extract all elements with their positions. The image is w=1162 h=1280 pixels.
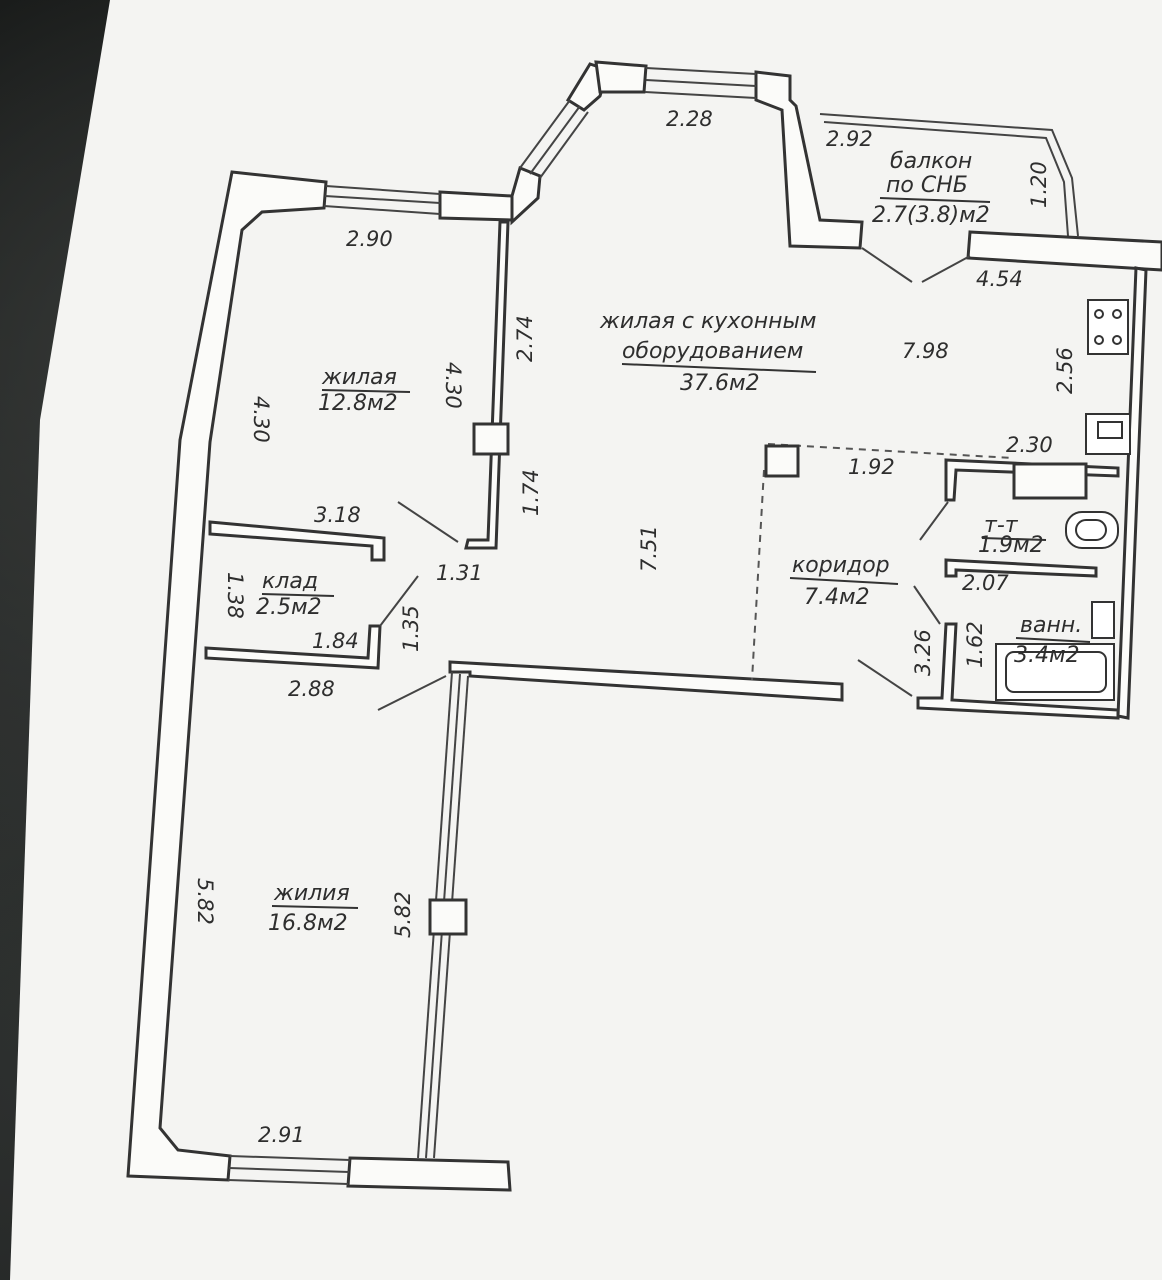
east-wall bbox=[1116, 266, 1148, 720]
south-bedroom-area: 16.8м2 bbox=[268, 911, 348, 936]
corridor-door-swing bbox=[857, 659, 913, 697]
living-kitchen-area: 37.6м2 bbox=[680, 371, 760, 396]
toilet-bowl-icon bbox=[1065, 511, 1119, 549]
dim-living-center: 7.51 bbox=[637, 525, 661, 572]
dim-balcony-depth: 1.20 bbox=[1027, 161, 1051, 208]
bay-window-diagonal bbox=[519, 99, 589, 179]
dim-north-bedroom-west: 4.30 bbox=[249, 396, 273, 443]
north-bedroom-area: 12.8м2 bbox=[318, 391, 398, 416]
north-bedroom-door-swing bbox=[397, 501, 459, 543]
south-bedroom-door-swing bbox=[377, 675, 447, 711]
column-corridor bbox=[764, 444, 800, 478]
bathtub-icon bbox=[995, 643, 1115, 701]
bath-door-swing bbox=[913, 585, 941, 625]
central-partition-wall bbox=[448, 660, 844, 702]
west-outer-wall bbox=[126, 170, 328, 1182]
balcony-outline bbox=[819, 113, 1079, 237]
storage-door-swing bbox=[379, 575, 419, 627]
dim-living-west-lower: 1.74 bbox=[519, 469, 543, 516]
living-kitchen-label-line2: оборудованием bbox=[622, 339, 803, 364]
bath-west-wall bbox=[916, 622, 1120, 720]
toilet-label: т-т bbox=[984, 513, 1019, 538]
balcony-area: 2.7(3.8)м2 bbox=[872, 203, 990, 228]
toilet-tank-icon bbox=[1012, 462, 1088, 500]
corridor-area: 7.4м2 bbox=[804, 585, 870, 610]
dim-kitchen-width: 4.54 bbox=[976, 267, 1023, 291]
storage-area: 2.5м2 bbox=[256, 595, 322, 620]
bay-top-left bbox=[594, 60, 648, 94]
column-south bbox=[428, 898, 468, 936]
dim-bath-depth: 1.62 bbox=[963, 621, 987, 668]
corridor-boundary-dashed bbox=[751, 443, 1013, 681]
north-bedroom-top-wall bbox=[438, 190, 514, 222]
storage-north-wall bbox=[208, 520, 386, 562]
dim-toilet-width: 2.07 bbox=[962, 571, 1009, 595]
north-bedroom-label: жилая bbox=[321, 365, 397, 390]
dim-door-north: 1.31 bbox=[436, 561, 483, 585]
column-north bbox=[472, 422, 510, 456]
bay-window-top bbox=[644, 67, 757, 99]
south-window bbox=[227, 1155, 351, 1185]
balcony-label: балкон bbox=[890, 149, 972, 174]
dim-south-bedroom-west: 5.82 bbox=[193, 878, 217, 925]
paper-sheet bbox=[10, 0, 1162, 1280]
dim-storage-top: 3.18 bbox=[314, 503, 361, 527]
dim-sanitary-width: 2.30 bbox=[1006, 433, 1053, 457]
dim-kitchen-east: 2.56 bbox=[1053, 347, 1077, 394]
bath-sink-icon bbox=[1091, 601, 1115, 639]
bay-top-right bbox=[754, 70, 864, 250]
storage-label: клад bbox=[262, 569, 318, 594]
dim-corridor-top: 1.92 bbox=[848, 455, 895, 479]
dim-balcony-length: 2.92 bbox=[826, 127, 873, 151]
north-bedroom-window bbox=[323, 185, 441, 215]
balcony-outline-inner bbox=[823, 121, 1069, 237]
dim-south-bedroom-bottom: 2.91 bbox=[258, 1123, 305, 1147]
kitchen-sink-icon bbox=[1085, 413, 1131, 455]
toilet-area: 1.9м2 bbox=[978, 533, 1044, 558]
dim-corridor-east: 3.26 bbox=[911, 629, 935, 676]
north-bedroom-east-wall bbox=[464, 220, 510, 550]
corridor-label: коридор bbox=[792, 553, 890, 578]
dim-south-bedroom-top: 2.88 bbox=[288, 677, 335, 701]
toilet-door-swing bbox=[919, 501, 949, 541]
bath-area: 3.4м2 bbox=[1014, 643, 1080, 668]
dim-storage-bottom: 1.84 bbox=[312, 629, 359, 653]
balcony-door-swing-right bbox=[921, 255, 971, 283]
dim-storage-door: 1.35 bbox=[399, 605, 423, 652]
balcony-wall bbox=[966, 230, 1162, 272]
bath-label: ванн. bbox=[1020, 613, 1082, 638]
balcony-door-swing-left bbox=[861, 247, 913, 283]
dim-living-length: 7.98 bbox=[902, 339, 949, 363]
dim-north-bedroom-width: 2.90 bbox=[346, 227, 393, 251]
dim-bay-width: 2.28 bbox=[666, 107, 713, 131]
toilet-bath-divider bbox=[944, 558, 1098, 578]
bay-wall-west bbox=[510, 165, 542, 226]
south-bedroom-label: жилия bbox=[273, 881, 350, 906]
dim-south-bedroom-east: 5.82 bbox=[391, 891, 415, 938]
south-wall-east bbox=[346, 1156, 512, 1192]
balcony-label-line2: по СНБ bbox=[886, 173, 968, 198]
living-kitchen-label-line1: жилая с кухонным bbox=[599, 309, 817, 334]
dim-storage-height: 1.38 bbox=[223, 572, 247, 619]
dim-living-west-upper: 2.74 bbox=[513, 315, 537, 362]
dim-north-bedroom-east: 4.30 bbox=[441, 362, 465, 409]
stove-icon bbox=[1087, 299, 1129, 355]
